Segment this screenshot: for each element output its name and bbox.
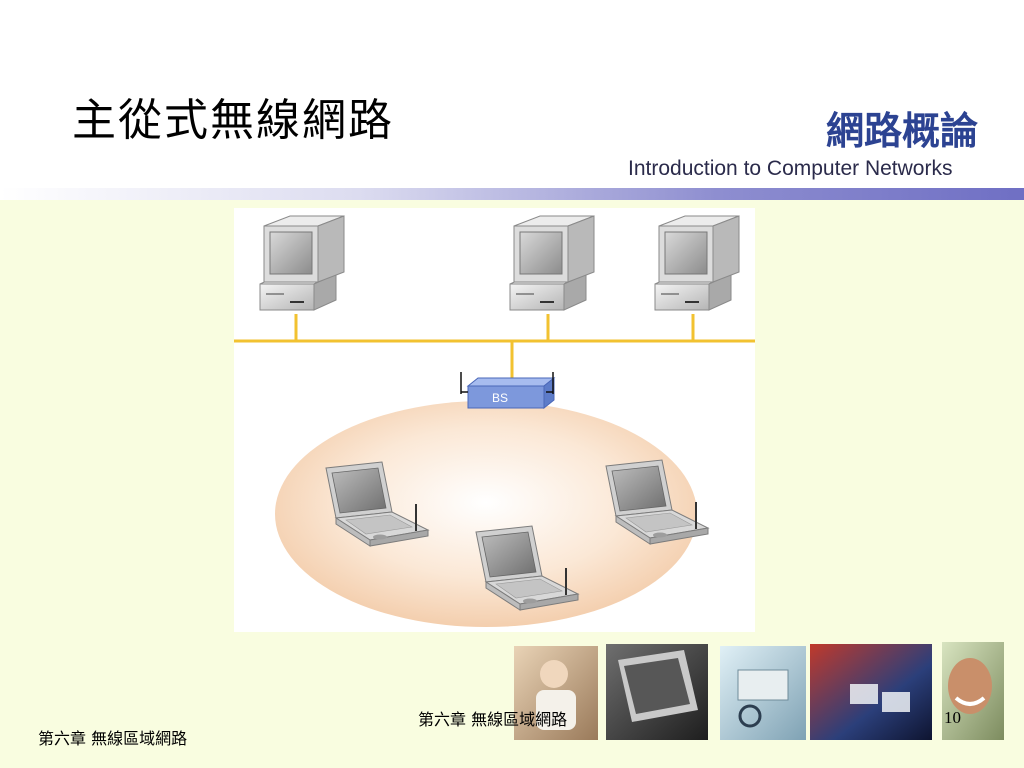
footer-chapter-center: 第六章 無線區域網路 (418, 710, 568, 729)
decorative-photo-strip (514, 640, 1004, 744)
page-number: 10 (944, 708, 961, 727)
base-station-label: BS (492, 391, 508, 405)
network-diagram: BS (234, 208, 755, 632)
slide-title: 主從式無線網路 (72, 95, 394, 146)
wireless-coverage-area (275, 401, 697, 627)
photo-network-device (720, 646, 806, 740)
header-gradient-band (0, 188, 1024, 200)
slide-header: 主從式無線網路 網路概論 Introduction to Computer Ne… (0, 0, 1024, 194)
footer-chapter-left: 第六章 無線區域網路 (38, 729, 188, 748)
network-diagram-svg: BS (234, 215, 755, 627)
logo-title: 網路概論 (826, 109, 979, 153)
base-station-icon (460, 372, 556, 410)
photo-laptop (606, 644, 708, 740)
photo-person-with-phone (514, 646, 598, 740)
photo-smiling-man (942, 642, 1004, 740)
desktop-computer-icon (259, 215, 345, 311)
logo-subtitle: Introduction to Computer Networks (628, 157, 953, 180)
desktop-computer-icon (509, 215, 595, 311)
desktop-computer-icon (654, 215, 740, 311)
lan-cable (234, 314, 755, 378)
photo-network-cable (810, 644, 932, 740)
